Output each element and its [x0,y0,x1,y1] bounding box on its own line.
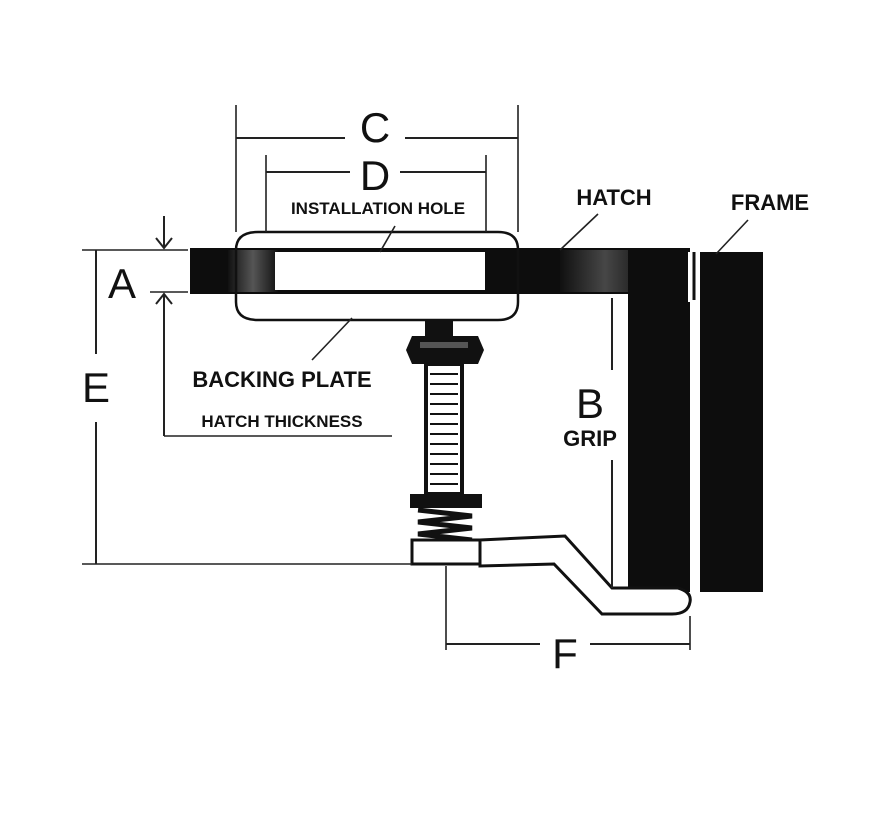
dimension-a: A [82,216,188,436]
latch-stud [406,320,484,566]
backing-plate-callout: BACKING PLATE [192,317,372,392]
backing-plate-label: BACKING PLATE [192,367,371,392]
dimension-a-label: A [108,260,136,307]
cam-arm [478,534,692,616]
installation-hole-label: INSTALLATION HOLE [291,199,465,218]
hatch-thickness-label: HATCH THICKNESS [201,412,362,431]
dimension-e-label: E [82,364,110,411]
installation-hole-callout: INSTALLATION HOLE [291,199,465,253]
grip-label: GRIP [563,426,617,451]
dimension-e: E [82,250,412,565]
dimension-f-label: F [552,630,578,677]
dimension-b-label: B [576,380,604,427]
hatch-thickness-callout: HATCH THICKNESS [164,412,392,437]
dimension-b: B GRIP [563,298,617,588]
frame-label: FRAME [731,190,809,215]
frame-callout: FRAME [715,190,809,255]
hatch-callout: HATCH [559,185,652,251]
dimension-d-label: D [360,152,390,199]
hatch-label: HATCH [576,185,651,210]
backing-plate-part [234,230,520,322]
dimension-c: C [235,104,519,232]
frame-part [700,252,763,592]
dimension-f: F [445,566,691,677]
dimension-d: D [265,152,487,232]
dimension-c-label: C [360,104,390,151]
